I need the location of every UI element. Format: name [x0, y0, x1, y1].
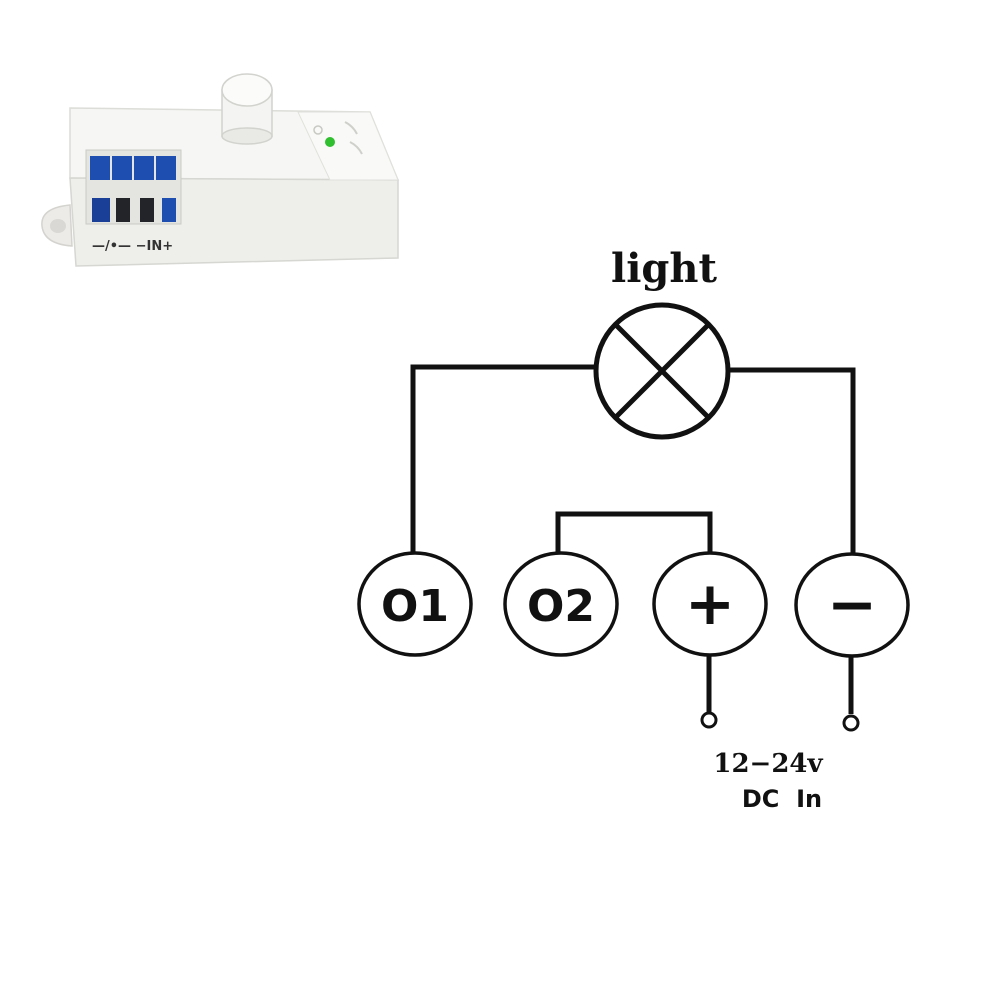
terminal-block	[85, 149, 182, 225]
terminal-o2: O2	[503, 551, 619, 657]
terminal-marking: —/•— −IN+	[92, 239, 173, 254]
terminal-plus: +	[652, 551, 768, 657]
terminal-o1: O1	[357, 551, 473, 657]
terminal-minus: −	[794, 552, 910, 658]
supply-type-label: DC In	[742, 785, 822, 813]
sensor-module-photo: —/•— −IN+	[41, 73, 400, 267]
terminal-o2-label: O2	[527, 581, 595, 632]
lamp: light	[593, 245, 731, 440]
lamp-label: light	[611, 245, 717, 292]
supply-voltage-label: 12−24v	[713, 749, 823, 779]
terminal-o1-label: O1	[381, 581, 449, 632]
terminal-minus-label: −	[827, 570, 877, 640]
pir-dome-icon	[221, 73, 273, 145]
wires	[410, 364, 860, 732]
terminal-plus-label: +	[685, 569, 735, 639]
supply-negative-node	[842, 714, 860, 732]
supply-positive-node	[700, 711, 718, 729]
status-led-icon	[325, 137, 335, 147]
